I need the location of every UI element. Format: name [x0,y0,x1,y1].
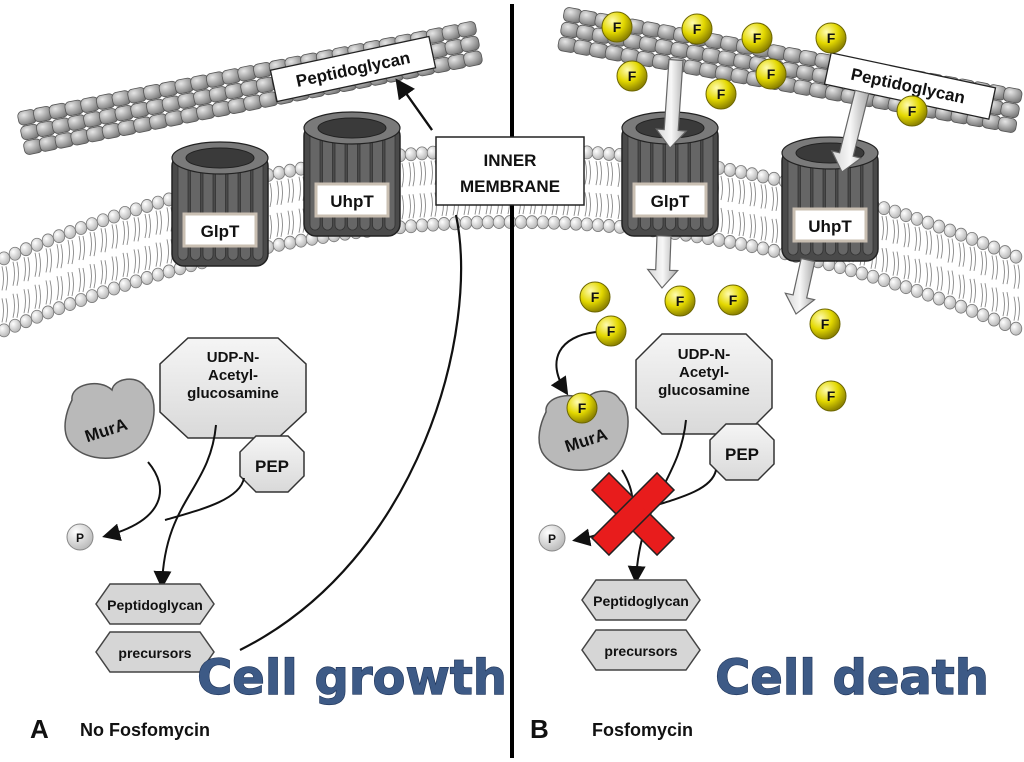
fosfomycin-molecule: F [579,281,611,313]
membrane-label-line1: INNER [484,151,537,170]
svg-text:F: F [717,86,726,102]
udp-line3-a: glucosamine [187,385,279,402]
udp-line2-a: Acetyl- [208,367,258,384]
fosfomycin-molecule: F [717,284,749,316]
mura-enzyme-a [64,378,155,459]
panel-b-pathway: UDP-N- Acetyl- glucosamine MurA PEP P Pe… [538,331,775,671]
pep-node-b [709,423,775,481]
precursor-bottom-a [95,631,215,673]
svg-text:F: F [628,68,637,84]
svg-text:F: F [821,316,830,332]
phosphate-node-b [538,524,566,552]
svg-text:F: F [676,293,685,309]
udp-line1-a: UDP-N- [207,349,260,366]
svg-text:F: F [607,323,616,339]
svg-text:F: F [729,292,738,308]
precursor-top-label-b: Peptidoglycan [593,593,689,609]
inhibition-x-mark [590,471,676,557]
fosfomycin-markers: F F F F F F F F F F F F F F F [566,11,928,424]
panel-b-letter: B [530,714,549,744]
fosfomycin-molecule: F [664,285,696,317]
precursor-bottom-b [581,629,701,671]
phosphate-node-a [66,523,94,551]
precursor-bottom-label-b: precursors [604,643,677,659]
phosphate-label-a: P [76,531,84,545]
fosfomycin-molecule: F [705,78,737,110]
panel-a-pathway: UDP-N- Acetyl- glucosamine MurA PEP P Pe… [64,78,463,673]
outcome-cell-death: Cell death [715,650,989,706]
svg-text:F: F [827,388,836,404]
pep-node-a [239,435,305,493]
fosfomycin-molecule: F [616,60,648,92]
transporter-label-glpt: GlpT [651,192,690,211]
svg-text:F: F [578,400,587,416]
transporter-label-uhpt: UhpT [808,217,852,236]
svg-text:F: F [753,30,762,46]
panel-a-letter: A [30,714,49,744]
precursor-top-label-a: Peptidoglycan [107,597,203,613]
transporter-uhpt: UhpT [303,111,401,237]
pep-label-a: PEP [255,457,289,476]
svg-text:F: F [908,103,917,119]
udp-line2-b: Acetyl- [679,364,729,381]
outcome-cell-growth: Cell growth [197,650,507,706]
transporter-uhpt: UhpT [781,136,879,262]
udp-line3-b: glucosamine [658,382,750,399]
membrane-label-line2: MEMBRANE [460,177,560,196]
panel-b-condition: Fosfomycin [592,720,693,740]
transporter-glpt: GlpT [171,141,269,267]
precursor-top-a [95,583,215,625]
phosphate-label-b: P [548,532,556,546]
fosfomycin-molecule: F [741,22,773,54]
fosfomycin-molecule: F [809,308,841,340]
svg-text:F: F [827,30,836,46]
svg-text:F: F [767,66,776,82]
transporter-label-uhpt: UhpT [330,192,374,211]
fosfomycin-transport-arrows [646,58,870,315]
precursor-top-b [581,579,701,621]
svg-text:F: F [693,21,702,37]
precursor-bottom-label-a: precursors [118,645,191,661]
svg-text:F: F [613,19,622,35]
udp-line1-b: UDP-N- [678,346,731,363]
fosfomycin-molecule: F [681,13,713,45]
fosfomycin-molecule: F [601,11,633,43]
fosfomycin-molecule: F [595,315,627,347]
svg-text:F: F [591,289,600,305]
fosfomycin-molecule: F [815,22,847,54]
pep-label-b: PEP [725,445,759,464]
fosfomycin-molecule: F [815,380,847,412]
inner-membrane-label: INNER MEMBRANE [435,136,585,206]
fosfomycin-molecule: F [566,392,598,424]
transporter-label-glpt: GlpT [201,222,240,241]
fosfomycin-molecule: F [896,95,928,127]
panel-a-condition: No Fosfomycin [80,720,210,740]
transporters: GlpT UhpT GlpT UhpT [171,111,879,267]
fosfomycin-molecule: F [755,58,787,90]
